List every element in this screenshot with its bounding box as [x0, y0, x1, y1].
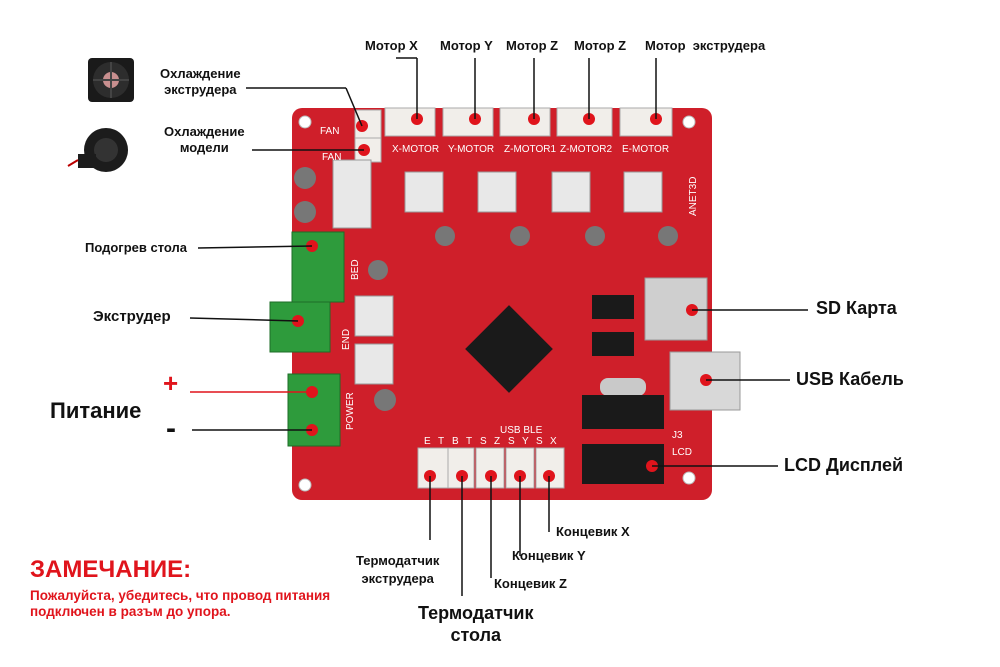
lcd-headers	[582, 395, 664, 484]
label-endstop-x: Концевик X	[556, 524, 630, 539]
silk-t1: T	[438, 436, 444, 447]
label-motor-e: Мотор экструдера	[645, 38, 766, 53]
label-endstop-z: Концевик Z	[494, 576, 567, 591]
silk-lcd: LCD	[672, 447, 692, 458]
ic-chips	[592, 295, 646, 396]
screw-terminals	[269, 231, 345, 447]
driver-heatsinks	[332, 159, 663, 385]
label-endstop-y: Концевик Y	[512, 548, 586, 563]
silk-z-motor2: Z-MOTOR2	[560, 144, 612, 155]
label-motor-z2: Мотор Z	[574, 38, 627, 53]
label-motor-x: Мотор X	[365, 38, 418, 53]
silk-y-motor: Y-MOTOR	[448, 144, 494, 155]
silk-e-motor: E-MOTOR	[622, 144, 669, 155]
label-usb-cable: USB Кабель	[796, 369, 904, 389]
label-lcd: LCD Дисплей	[784, 455, 904, 475]
label-power: Питание	[50, 398, 142, 423]
silk-s3: S	[536, 436, 543, 447]
leader-lines	[189, 57, 808, 596]
label-sd-card: SD Карта	[816, 298, 897, 318]
silk-s2: S	[508, 436, 515, 447]
silk-fan1: FAN	[320, 126, 339, 137]
silkscreen-labels: FAN FAN X-MOTOR Y-MOTOR Z-MOTOR1 Z-MOTOR…	[320, 126, 699, 458]
silk-z: Z	[494, 436, 500, 447]
blower-fan-icon	[67, 128, 128, 172]
label-fan-extruder: Охлаждение экструдера	[160, 66, 241, 97]
capacitors	[294, 167, 678, 411]
label-thermo-bed: Термодатчик стола	[418, 603, 534, 645]
silk-j3: J3	[672, 430, 683, 441]
label-bed-heat: Подогрев стола	[85, 240, 188, 255]
silk-x-motor: X-MOTOR	[392, 144, 439, 155]
label-fan-model: Охлаждение модели	[164, 124, 245, 155]
label-motor-y: Мотор Y	[440, 38, 493, 53]
label-minus: -	[166, 412, 176, 445]
silk-y: Y	[522, 436, 529, 447]
note-title: ЗАМЕЧАНИЕ:	[30, 556, 192, 583]
silk-t2: T	[466, 436, 472, 447]
label-thermo-extruder: Термодатчик экструдера	[356, 553, 440, 586]
silk-usb-ble: USB BLE	[500, 425, 543, 436]
label-motor-z1: Мотор Z	[506, 38, 559, 53]
silk-bed: BED	[350, 259, 361, 280]
mcu-chip	[465, 305, 553, 393]
silk-end: END	[341, 329, 352, 350]
note-text: Пожалуйста, убедитесь, что провод питани…	[30, 588, 331, 619]
silk-fan2: FAN	[322, 152, 341, 163]
silk-e: E	[424, 436, 431, 447]
silk-anet3d: ANET3D	[688, 177, 699, 216]
silk-z-motor1: Z-MOTOR1	[504, 144, 556, 155]
silk-s1: S	[480, 436, 487, 447]
silk-power: POWER	[345, 392, 356, 430]
label-extruder: Экструдер	[93, 308, 171, 325]
silk-b: B	[452, 436, 459, 447]
silk-x: X	[550, 436, 557, 447]
label-plus: +	[163, 368, 179, 398]
axial-fan-icon	[88, 58, 134, 102]
